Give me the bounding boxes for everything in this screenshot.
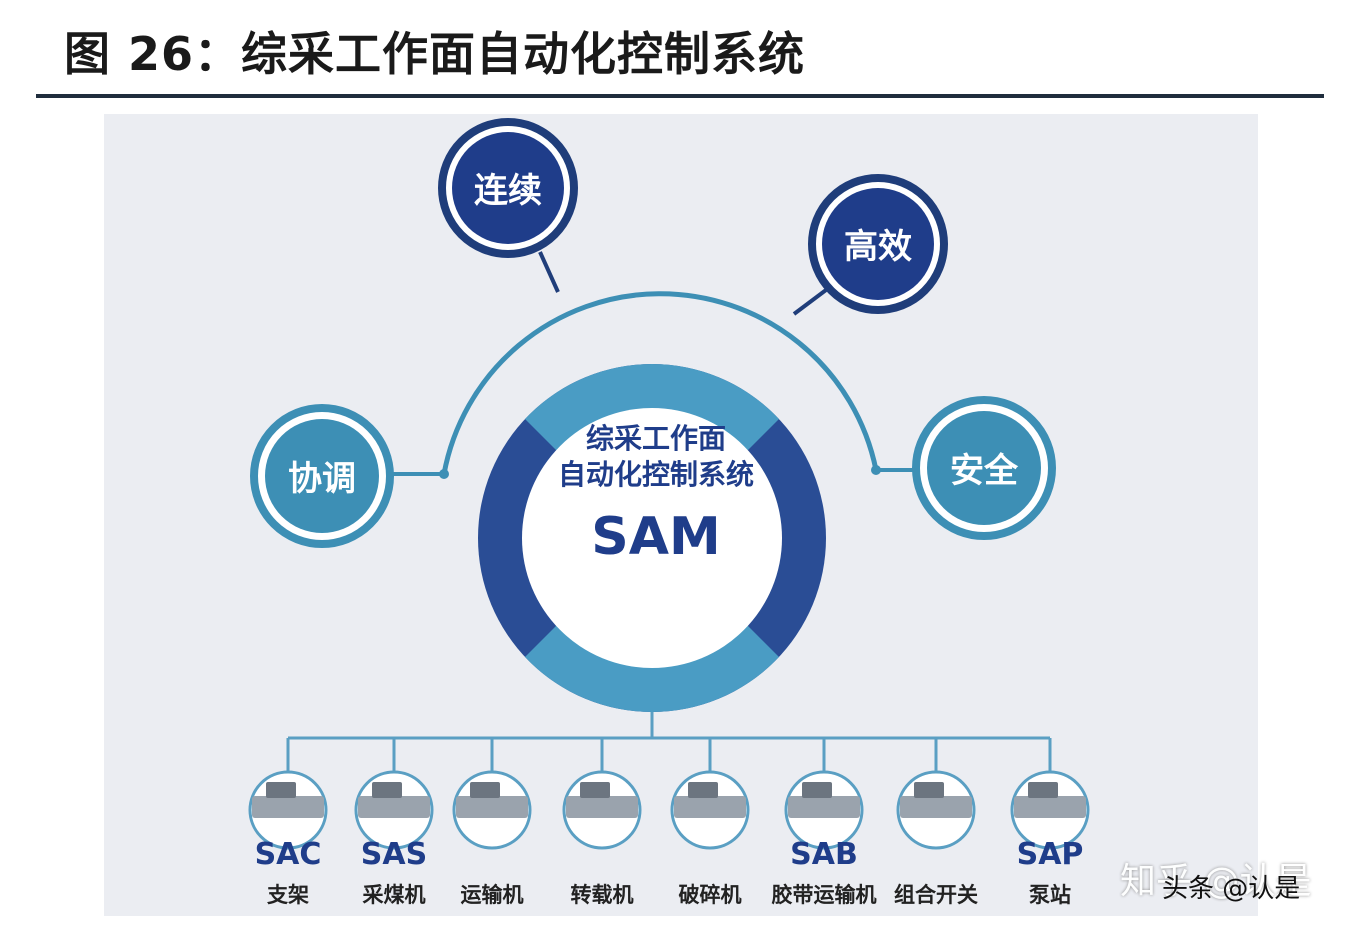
bubble-continuous: 连续 bbox=[438, 118, 578, 258]
equipment-label: 胶带运输机 bbox=[772, 883, 877, 907]
bubble-continuous-label: 连续 bbox=[474, 171, 542, 211]
equipment-machine-icon bbox=[1014, 796, 1086, 818]
equipment-machine-icon bbox=[788, 796, 860, 818]
bubble-safe: 安全 bbox=[912, 396, 1056, 540]
sam-diagram: 综采工作面 自动化控制系统 SAM 连续 高效 协调 安全 SA bbox=[248, 118, 1090, 907]
figure-title: 图 26：综采工作面自动化控制系统 bbox=[64, 27, 806, 81]
equipment-branches bbox=[286, 738, 1052, 772]
equipment-machine-top bbox=[372, 782, 402, 798]
equipment-label: 组合开关 bbox=[894, 883, 978, 907]
diagram-panel: 综采工作面 自动化控制系统 SAM 连续 高效 协调 安全 SA bbox=[104, 114, 1258, 916]
title-divider bbox=[36, 94, 1324, 98]
equipment-machine-icon bbox=[456, 796, 528, 818]
equipment-item: SAC 支架 bbox=[248, 770, 328, 907]
equipment-machine-top bbox=[266, 782, 296, 798]
equipment-machine-top bbox=[580, 782, 610, 798]
continuous-connector bbox=[538, 251, 560, 293]
center-line2: 自动化控制系统 bbox=[558, 458, 754, 491]
equipment-label: 转载机 bbox=[571, 883, 634, 907]
bubble-efficient: 高效 bbox=[808, 174, 948, 314]
equipment-item: SAP 泵站 bbox=[1010, 770, 1090, 907]
central-ring: 综采工作面 自动化控制系统 SAM bbox=[478, 364, 826, 712]
equipment-machine-top bbox=[470, 782, 500, 798]
outer-arc bbox=[441, 291, 879, 475]
watermark-toutiao: 头条 @认是 bbox=[1162, 874, 1301, 904]
equipment-machine-icon bbox=[358, 796, 430, 818]
equipment-item: SAS 采煤机 bbox=[354, 770, 434, 907]
center-line1: 综采工作面 bbox=[586, 422, 726, 455]
equipment-item: SAB 胶带运输机 bbox=[772, 770, 877, 907]
equipment-label: 支架 bbox=[267, 883, 309, 907]
equipment-machine-icon bbox=[900, 796, 972, 818]
equipment-label: 破碎机 bbox=[679, 883, 742, 907]
bubble-safe-label: 安全 bbox=[950, 451, 1019, 491]
equipment-code: SAP bbox=[1017, 837, 1084, 872]
equipment-row: SAC 支架 SAS 采煤机 运输机 转载机 破碎机 SAB 胶带运输机组合开关 SAP 泵站 bbox=[248, 770, 1090, 907]
bubble-coordinate: 协调 bbox=[250, 404, 394, 548]
equipment-machine-top bbox=[1028, 782, 1058, 798]
bubble-efficient-label: 高效 bbox=[844, 227, 912, 267]
equipment-item: 破碎机 bbox=[670, 770, 750, 907]
equipment-code: SAS bbox=[361, 837, 427, 872]
equipment-item: 转载机 bbox=[562, 770, 642, 907]
equipment-machine-top bbox=[688, 782, 718, 798]
equipment-machine-top bbox=[914, 782, 944, 798]
equipment-machine-icon bbox=[252, 796, 324, 818]
equipment-code: SAC bbox=[255, 837, 322, 872]
equipment-item: 组合开关 bbox=[894, 770, 978, 907]
equipment-item: 运输机 bbox=[452, 770, 532, 907]
equipment-label: 运输机 bbox=[461, 883, 524, 907]
equipment-code: SAB bbox=[790, 837, 858, 872]
center-line3: SAM bbox=[591, 507, 720, 567]
equipment-machine-icon bbox=[566, 796, 638, 818]
efficient-connector bbox=[792, 288, 828, 316]
equipment-label: 采煤机 bbox=[363, 883, 426, 907]
bubble-coordinate-label: 协调 bbox=[288, 459, 356, 499]
equipment-machine-top bbox=[802, 782, 832, 798]
equipment-machine-icon bbox=[674, 796, 746, 818]
watermark-zhihu: 知乎 @认是 bbox=[1120, 861, 1312, 902]
equipment-label: 泵站 bbox=[1029, 883, 1071, 907]
